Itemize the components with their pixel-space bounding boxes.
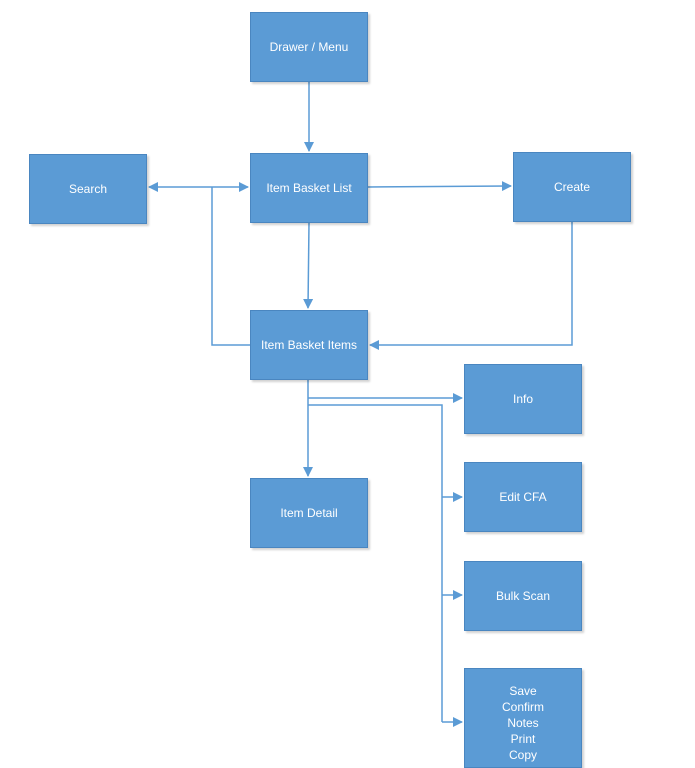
node-edit-cfa: Edit CFA <box>464 462 582 532</box>
node-bulk-scan-label: Bulk Scan <box>495 589 551 603</box>
node-create: Create <box>513 152 631 222</box>
edge-create-to-items <box>369 222 573 350</box>
node-item-basket-items-label: Item Basket Items <box>260 338 358 352</box>
node-actions-save: Save <box>509 684 537 698</box>
node-actions-confirm: Confirm <box>501 700 544 714</box>
node-bulk-scan: Bulk Scan <box>464 561 582 631</box>
edge-items-to-list <box>211 187 250 346</box>
node-search: Search <box>29 154 147 224</box>
edge-list-to-items <box>303 222 314 309</box>
node-item-basket-list-label: Item Basket List <box>266 181 352 195</box>
node-create-label: Create <box>553 180 591 194</box>
edge-list-to-create <box>367 181 512 192</box>
node-drawer-menu-label: Drawer / Menu <box>269 40 349 54</box>
node-edit-cfa-label: Edit CFA <box>499 490 547 504</box>
edge-items-bus <box>308 404 443 722</box>
node-drawer-menu: Drawer / Menu <box>250 12 368 82</box>
node-info: Info <box>464 364 582 434</box>
node-actions-copy: Copy <box>508 748 537 762</box>
node-actions: Save Confirm Notes Print Copy <box>464 668 582 768</box>
node-actions-notes: Notes <box>507 716 539 730</box>
node-item-basket-items: Item Basket Items <box>250 310 368 380</box>
node-search-label: Search <box>68 182 108 196</box>
node-item-detail: Item Detail <box>250 478 368 548</box>
node-actions-print: Print <box>510 732 536 746</box>
node-info-label: Info <box>512 392 533 406</box>
node-item-detail-label: Item Detail <box>280 506 338 520</box>
node-item-basket-list: Item Basket List <box>250 153 368 223</box>
